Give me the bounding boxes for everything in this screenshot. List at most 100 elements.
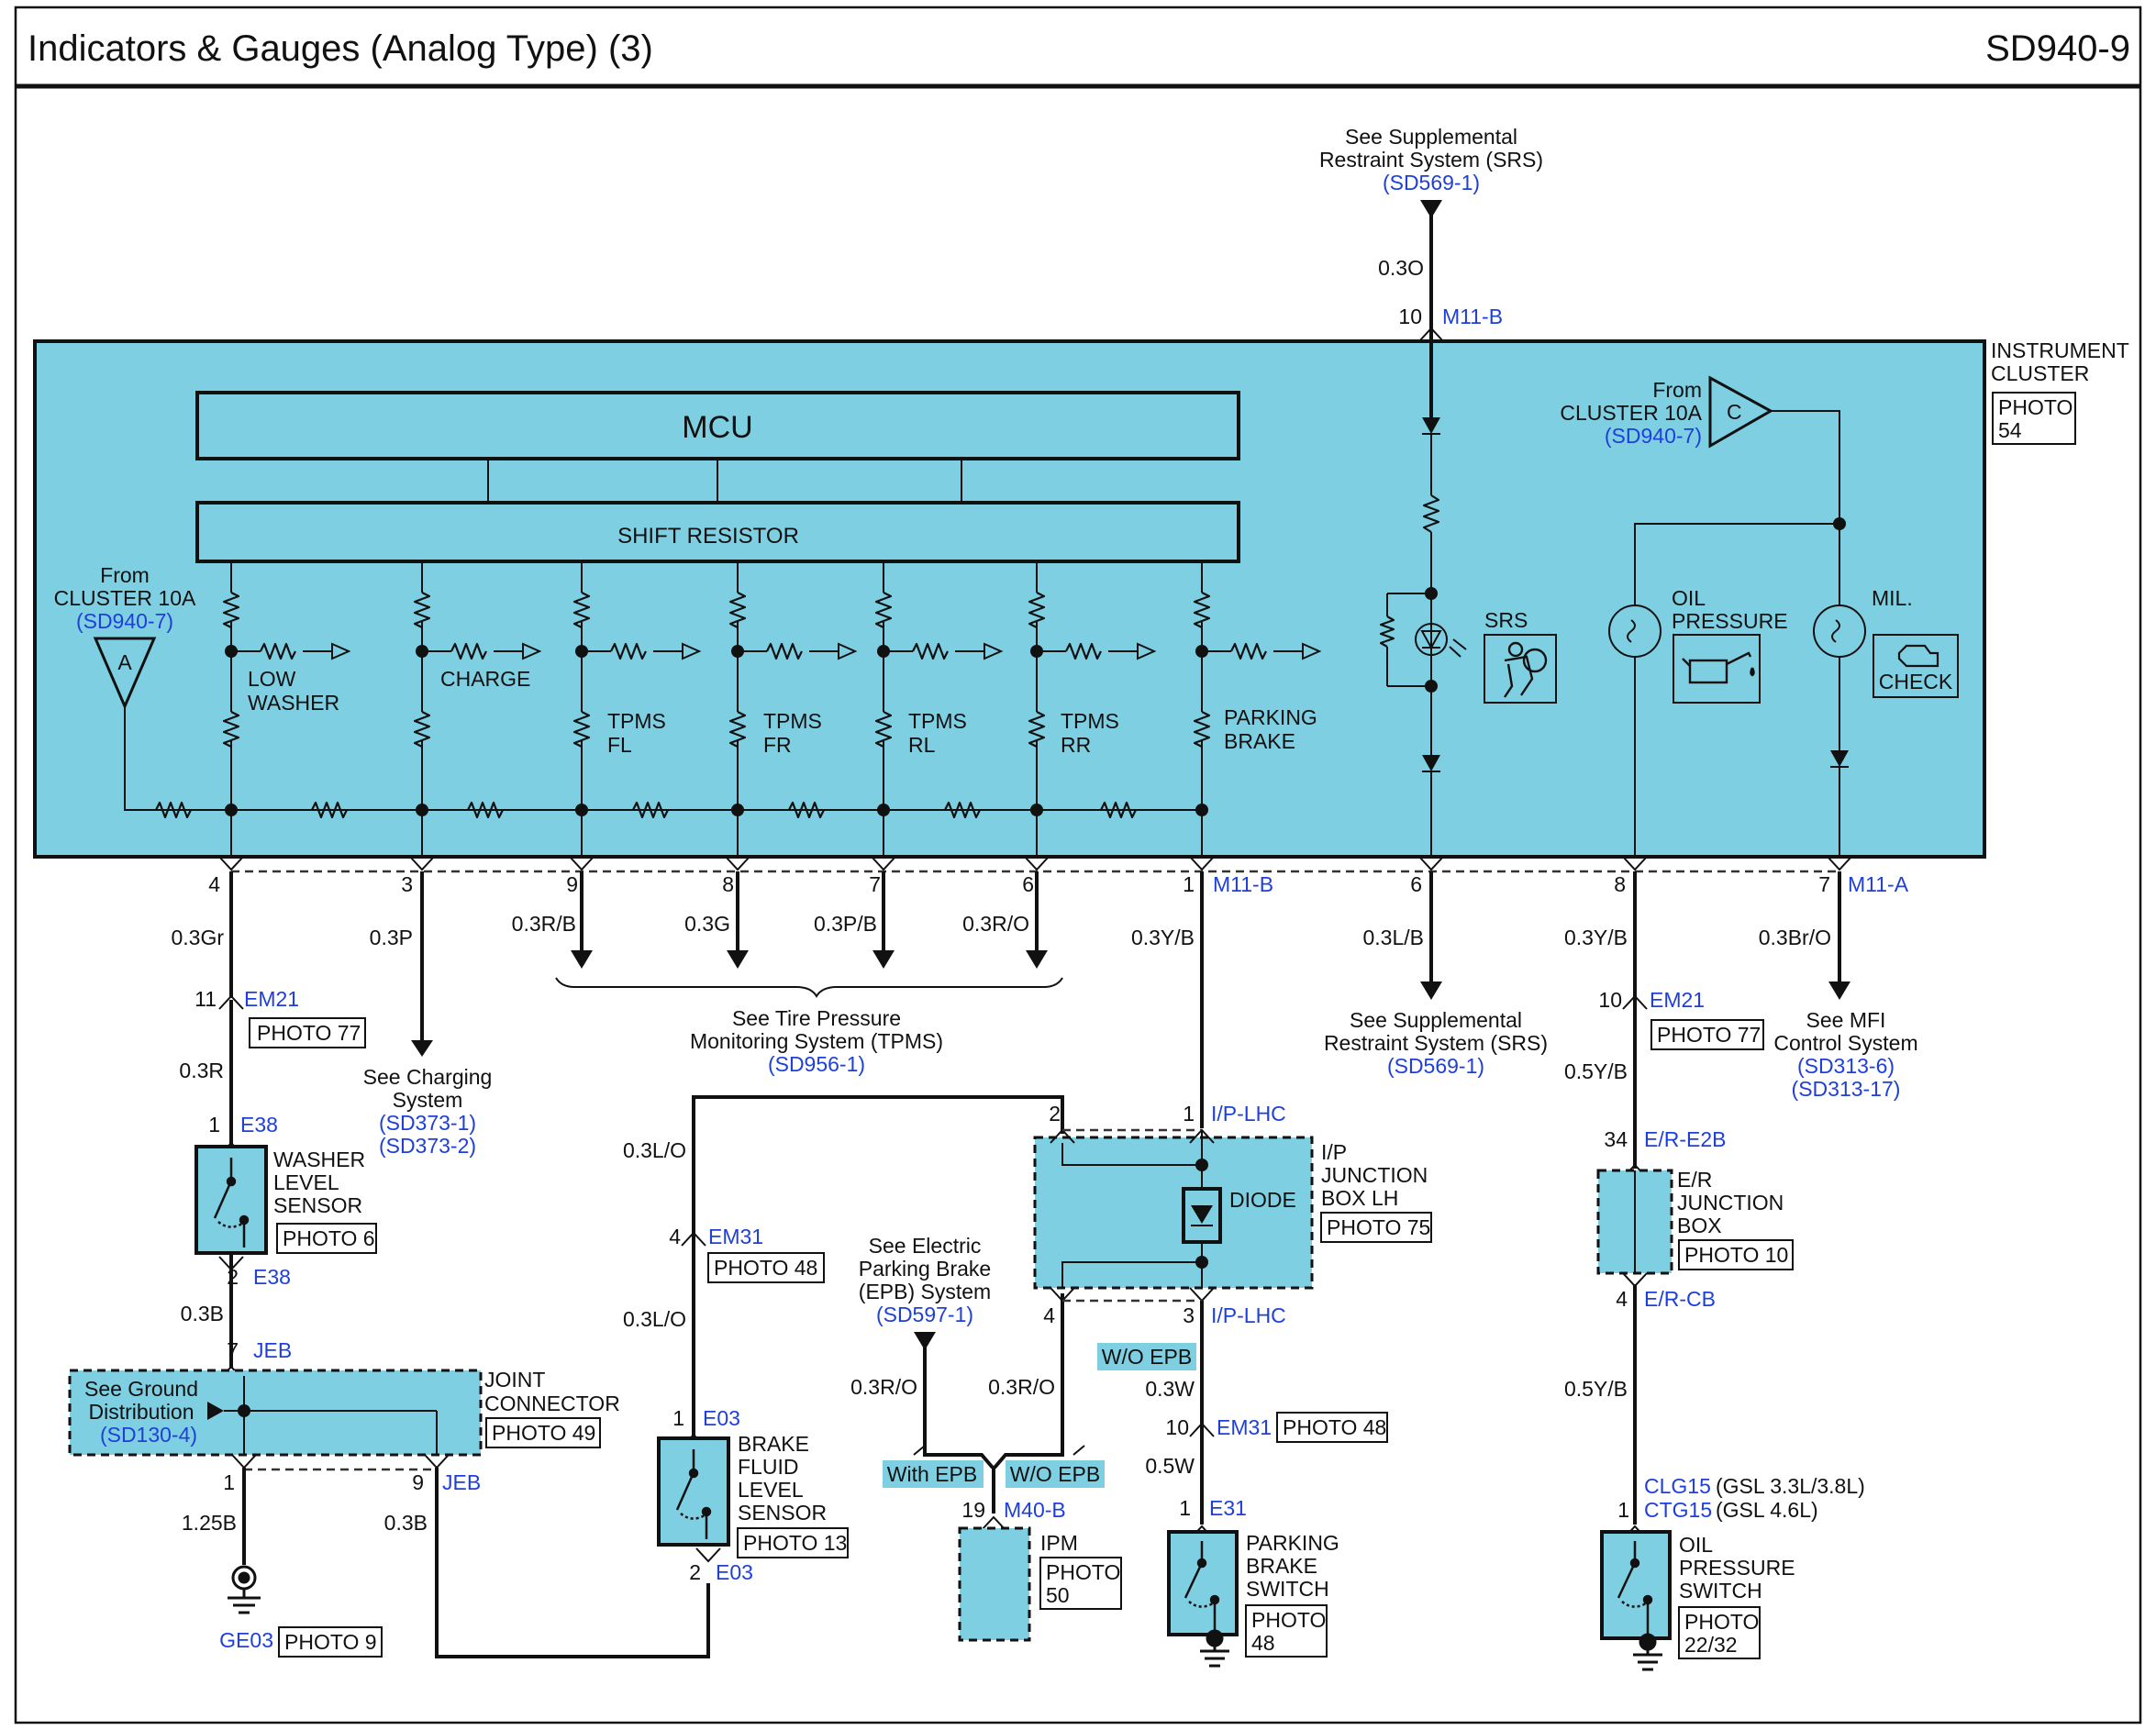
pin-7: 7 [869,872,881,896]
brake-e03-1: E03 [703,1406,740,1430]
ipjb-pin2: 2 [1049,1102,1061,1126]
pin-marker-7 [1418,856,1444,871]
bus-node-4 [877,804,890,816]
mfi-ref-2: (SD313-17) [1792,1077,1901,1101]
ipm-photo-num: 50 [1046,1583,1070,1607]
oil-cb-pin: 4 [1616,1287,1628,1311]
page-frame [14,6,2142,1724]
pin-4: 4 [208,872,220,896]
drv-arrow-4 [984,642,1004,660]
e03-connector-bottom [695,1547,721,1563]
pin-1-conn: M11-B [1213,872,1273,896]
ipjb-pin1: 1 [1183,1102,1195,1126]
charging-ref-2: (SD373-2) [379,1134,476,1158]
washer-label-3: SENSOR [273,1193,362,1217]
parking-photo-box [1245,1604,1328,1658]
epb-label-2: Parking Brake [859,1257,991,1281]
lamp-tpms-fl: TPMS [607,709,666,733]
drv-res-2 [610,642,647,660]
lamp-tpms-fr-2: FR [763,733,792,757]
drv-arrow-6 [1302,642,1322,660]
wire-0-3b-return [435,1468,710,1658]
ipm-box [958,1526,1031,1642]
lamp-parking-brake: PARKING [1224,705,1317,729]
ipjb-link-bottom [1061,1261,1202,1288]
mfi-label-2: Control System [1773,1031,1917,1055]
brake-fluid-photo-box [737,1527,849,1558]
pin-8: 8 [722,872,734,896]
wire-g-label: 0.3G [684,912,730,936]
col-res-bot-2 [572,711,591,748]
srs-top-connector [1418,327,1444,342]
wo-epb-label: W/O EPB [1010,1462,1100,1486]
wire-yb-label: 0.3Y/B [1131,926,1195,949]
srs-indicator [1379,341,1467,857]
jeb-conn: JEB [253,1338,292,1362]
ipm-photo-box [1039,1557,1122,1610]
pin-marker-0 [218,856,244,871]
arrow-tpms-fl [571,950,593,969]
check-label: CHECK [1879,670,1953,693]
bus-resistor-2 [467,801,504,819]
er-jb-photo-box [1678,1239,1794,1270]
col-res-bot-5 [1028,711,1046,748]
cb-connector [1622,1272,1648,1288]
brake-fluid-label-3: LEVEL [738,1478,804,1502]
parking-em31: EM31 [1217,1415,1272,1439]
shift-resistor-block [195,501,1240,563]
wire-bro-label: 0.3Br/O [1759,926,1831,949]
em31-parking-connector [1189,1422,1215,1437]
jeb-pin9: 9 [412,1470,424,1494]
brake-fluid-label-4: SENSOR [738,1501,827,1525]
from-a-symbol: A [117,650,132,674]
pin-marker-6 [1189,856,1215,871]
from-c-label: From [1652,378,1702,402]
er-jb-label: E/R [1677,1168,1712,1192]
cluster-photo: PHOTO [1998,395,2073,419]
brake-em31-photo: PHOTO 48 [714,1256,817,1280]
ipjb-pin4: 4 [1043,1303,1055,1327]
drv-res-4 [912,642,949,660]
parking-switch-label-2: BRAKE [1246,1554,1317,1578]
ground-dist-arrow [207,1402,224,1420]
diagram-title: Indicators & Gauges (Analog Type) (3) [28,28,653,69]
wire-0-3r-label: 0.3R [179,1059,224,1082]
lamp-low-washer: LOW [248,667,296,691]
washer-switch-icon [213,1158,250,1248]
srs-top-pin: 10 [1398,305,1422,328]
oil-em21: EM21 [1650,988,1705,1012]
parking-wire-2: 0.5W [1145,1454,1195,1478]
wire-1-25b-label: 1.25B [182,1511,237,1535]
epb-wire-2: 0.3R/O [988,1375,1055,1399]
wire-rb-label: 0.3R/B [512,912,576,936]
lamp-low-washer-2: WASHER [248,691,339,715]
oil-clg-note: (GSL 3.3L/3.8L) [1716,1474,1865,1498]
pin-marker-4 [871,856,896,871]
epb-label: See Electric [869,1234,982,1258]
pin-marker-3 [725,856,750,871]
diode-icon [1191,1205,1213,1224]
mcu-label: MCU [682,410,752,445]
parking-photo: PHOTO [1251,1608,1326,1632]
wo-epb-label-2: W/O EPB [1102,1345,1192,1369]
pin-marker-2 [569,856,595,871]
wire-0-3b-label: 0.3B [181,1302,224,1325]
srs-bottom-label-2: Restraint System (SRS) [1324,1031,1548,1055]
brake-wire-1: 0.3L/O [623,1138,686,1162]
ground-dist-label: See Ground [84,1377,198,1401]
mcu-block [195,391,1240,460]
wo-epb-tag [1006,1460,1105,1488]
em31-brake-connector [681,1231,706,1247]
e38-pin1: 1 [208,1113,220,1137]
oil-em21-pin: 10 [1598,988,1622,1012]
bus-resistor-5 [944,801,981,819]
col-res-bot-4 [874,711,893,748]
joint-photo-box [485,1417,601,1448]
parking-wire-1: 0.3W [1145,1377,1195,1401]
ipm-label: IPM [1040,1531,1078,1555]
ipjb-conn3: I/P-LHC [1211,1303,1286,1327]
pin-6: 6 [1022,872,1034,896]
epb-wire-1: 0.3R/O [850,1375,917,1399]
pin-3: 3 [401,872,413,896]
lamp-tpms-rl-2: RL [908,733,936,757]
